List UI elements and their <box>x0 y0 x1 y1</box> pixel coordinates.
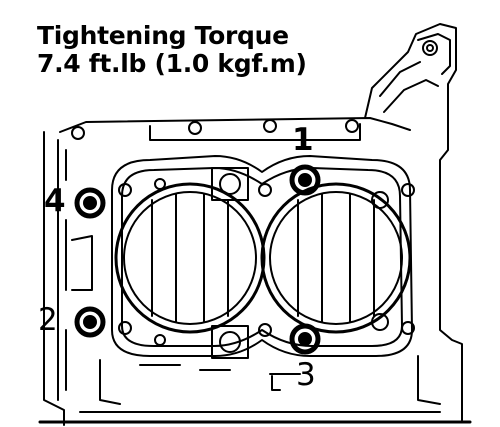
bracket-rib-2 <box>383 79 439 113</box>
bolt-4-head <box>83 196 97 210</box>
bracket-edge <box>417 33 451 75</box>
dowel-left-top <box>154 178 166 190</box>
dowel-right-bottom <box>371 313 389 331</box>
callout-4: 4 <box>44 183 66 219</box>
bracket-bolt-center <box>426 44 434 52</box>
block-outline-right <box>364 23 463 421</box>
deck-hole-3 <box>258 183 272 197</box>
flange-bolt-left <box>71 126 85 140</box>
deck-hole-6 <box>401 321 415 335</box>
cylinder-bore-right-inner <box>269 191 403 325</box>
bolt-3-head <box>298 332 312 346</box>
center-boss-bottom-hole <box>219 331 241 353</box>
cylinder-bore-left <box>114 182 266 334</box>
bracket-bolt <box>422 40 438 56</box>
lower-right-wall <box>417 355 441 405</box>
bolt-2-head <box>83 315 97 329</box>
deck-hole-5 <box>401 183 415 197</box>
center-boss-top-hole <box>219 173 241 195</box>
flange-bolt-b <box>263 119 277 133</box>
top-flange <box>59 117 411 133</box>
dowel-left-bottom <box>154 334 166 346</box>
bolt-3 <box>289 323 321 355</box>
center-boss-bottom <box>211 325 249 359</box>
bore-lines-left <box>151 193 229 323</box>
bolt-4 <box>74 187 106 219</box>
bolt-1-head <box>298 173 312 187</box>
lower-ribs <box>139 364 301 375</box>
top-flange-inner <box>149 123 361 141</box>
deck-hole-1 <box>118 183 132 197</box>
bore-lines-right <box>297 193 375 323</box>
cylinder-bore-left-inner <box>123 191 257 325</box>
caption-torque-value: 7.4 ft.lb (1.0 kgf.m) <box>37 49 307 78</box>
block-outline-left <box>43 131 65 426</box>
callout-2: 2 <box>38 302 58 338</box>
center-boss-top <box>211 167 249 201</box>
caption-title: Tightening Torque <box>37 21 289 50</box>
flange-bolt-c <box>345 119 359 133</box>
lower-tab <box>271 375 281 391</box>
bolt-2 <box>74 306 106 338</box>
dowel-right-top <box>371 191 389 209</box>
callout-3: 3 <box>296 357 316 393</box>
bracket-rib <box>379 61 421 97</box>
flange-bolt-a <box>188 121 202 135</box>
callout-1: 1 <box>292 122 314 158</box>
deck-hole-4 <box>258 323 272 337</box>
bolt-1 <box>289 164 321 196</box>
torque-caption: Tightening Torque 7.4 ft.lb (1.0 kgf.m) <box>37 22 307 78</box>
lower-left-wall <box>99 359 121 405</box>
head-gasket-outline <box>111 155 413 357</box>
cylinder-bore-right <box>260 182 412 334</box>
deck-hole-2 <box>118 321 132 335</box>
left-boss <box>71 235 93 291</box>
